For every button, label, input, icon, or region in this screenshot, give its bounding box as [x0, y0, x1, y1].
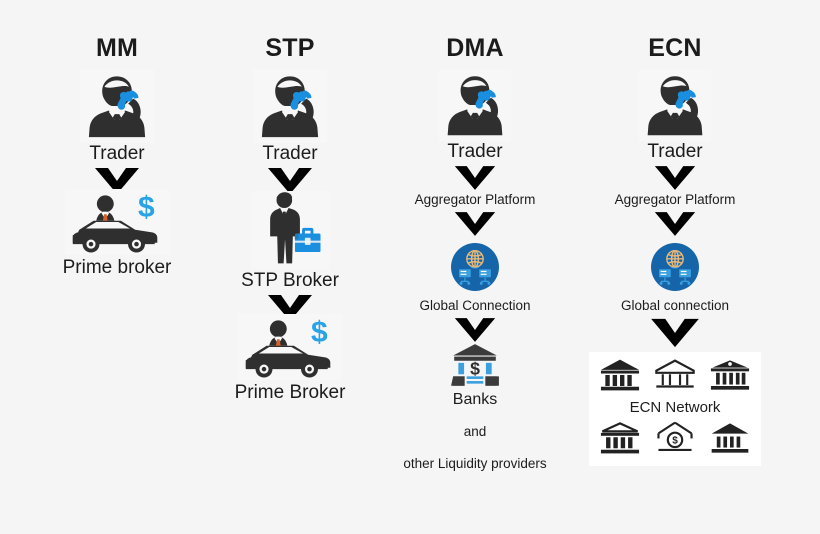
arrow-down-icon: [653, 165, 697, 191]
node-dma-aggregator: Aggregator Platform: [415, 192, 536, 208]
ecn-network-box: ECN Network: [589, 351, 761, 466]
column-stp: STP: [195, 0, 385, 534]
arrow-down-icon: [453, 316, 497, 344]
column-dma: DMA: [380, 0, 570, 534]
arrow-down-icon: [653, 211, 697, 237]
node-label-stp-broker: STP Broker: [241, 269, 339, 291]
node-label-trader: Trader: [262, 143, 318, 164]
node-dma-banks: $ Banks: [449, 343, 501, 409]
prime-broker-car-icon: $: [237, 313, 342, 380]
trader-on-phone-icon: [639, 69, 711, 141]
node-label-trader: Trader: [647, 141, 703, 162]
arrow-down-icon: [453, 165, 497, 191]
node-label-global-connection: Global connection: [620, 298, 730, 314]
bank-pediment-icon: [708, 421, 752, 460]
ecn-network-label: ECN Network: [629, 398, 721, 416]
bank-outline-icon: [652, 358, 698, 397]
svg-text:$: $: [470, 358, 480, 378]
arrow-down-icon: [649, 316, 701, 350]
bank-classic-icon: [598, 358, 642, 397]
node-ecn-global-connection: Global connection: [621, 243, 729, 314]
arrow-down-icon: [453, 211, 497, 237]
prime-broker-car-icon: $: [65, 188, 169, 255]
bank-domed-icon: [598, 421, 642, 460]
ecn-banks-top-row: [593, 358, 757, 397]
node-label-prime-broker: Prime Broker: [234, 381, 346, 403]
node-dma-global-connection: Global Connection: [419, 243, 531, 314]
svg-text:$: $: [311, 315, 328, 348]
column-title-ecn: ECN: [648, 34, 702, 62]
node-ecn-aggregator: Aggregator Platform: [615, 192, 736, 208]
node-mm-trader: Trader: [80, 69, 154, 165]
column-mm: MM: [22, 0, 212, 534]
node-label-trader: Trader: [447, 141, 503, 162]
arrow-down-icon: [266, 167, 314, 195]
svg-text:$: $: [138, 191, 155, 224]
node-ecn-trader: Trader: [639, 69, 711, 163]
dma-extra-line-liquidity: other Liquidity providers: [403, 455, 547, 471]
node-stp-prime-broker: $ Prime Broker: [234, 313, 346, 404]
bank-dollar-outline-icon: $: [652, 419, 698, 460]
column-title-dma: DMA: [446, 34, 504, 62]
node-label-banks: Banks: [452, 390, 498, 408]
trader-on-phone-icon: [253, 69, 327, 143]
node-stp-broker: STP Broker: [241, 190, 339, 292]
globe-network-icon: [650, 243, 699, 292]
node-dma-trader: Trader: [439, 69, 511, 163]
column-title-mm: MM: [95, 34, 139, 62]
node-label-aggregator-platform: Aggregator Platform: [614, 191, 736, 207]
node-label-global-connection: Global Connection: [419, 298, 531, 314]
bank-dollar-icon: $: [449, 343, 501, 391]
globe-network-icon: [450, 243, 499, 292]
dma-extra-line-and: and: [463, 424, 487, 440]
trader-on-phone-icon: [80, 69, 154, 143]
businessman-briefcase-icon: [250, 190, 329, 269]
node-label-trader: Trader: [89, 143, 145, 164]
trader-on-phone-icon: [439, 69, 511, 141]
column-title-stp: STP: [265, 34, 315, 62]
node-label-prime-broker: Prime broker: [62, 256, 172, 278]
arrow-down-icon: [93, 167, 141, 195]
node-stp-trader: Trader: [253, 69, 327, 165]
node-mm-prime-broker: $ Prime broker: [62, 188, 172, 279]
column-ecn: ECN: [580, 0, 770, 534]
svg-text:$: $: [672, 435, 678, 446]
node-label-aggregator-platform: Aggregator Platform: [414, 191, 536, 207]
bank-columns-icon: [708, 358, 752, 397]
arrow-down-icon: [266, 294, 314, 322]
ecn-banks-bottom-row: $: [593, 419, 757, 460]
